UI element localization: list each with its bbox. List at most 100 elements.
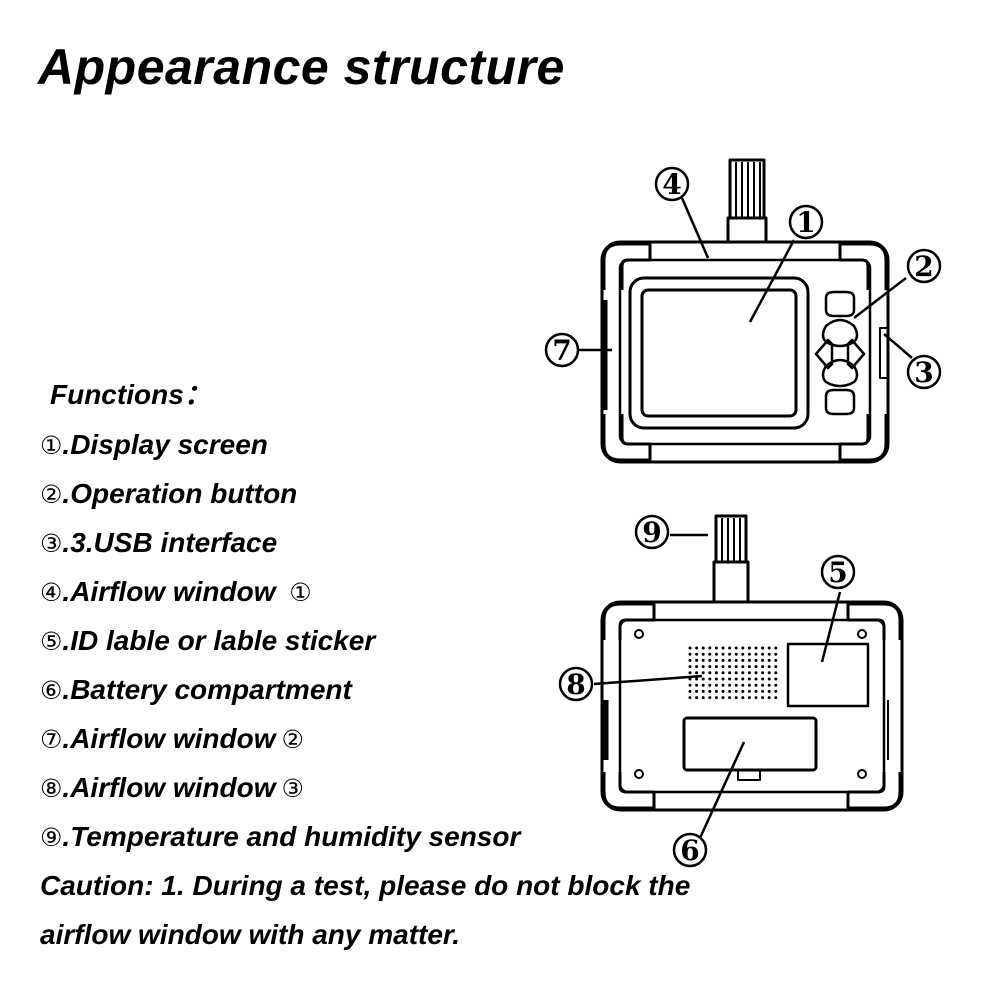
function-suffix: ②: [281, 725, 304, 754]
vent-hole: [728, 689, 732, 693]
vent-hole: [695, 696, 699, 700]
vent-hole: [688, 689, 692, 693]
vent-hole: [701, 646, 705, 650]
vent-hole: [708, 658, 712, 662]
vent-hole: [747, 671, 751, 675]
vent-hole: [754, 677, 758, 681]
vent-hole: [747, 677, 751, 681]
callout-markers: 4 1 2 3 7 9 5 8: [544, 166, 942, 868]
vent-hole: [734, 683, 738, 687]
vent-hole: [701, 683, 705, 687]
vent-hole: [695, 683, 699, 687]
vent-hole: [701, 689, 705, 693]
vent-hole: [728, 658, 732, 662]
function-label: .Airflow window: [62, 576, 284, 607]
vent-hole: [708, 683, 712, 687]
function-number: ②: [40, 480, 63, 509]
id-label-area: [786, 642, 870, 708]
vent-hole: [688, 658, 692, 662]
vent-hole: [688, 683, 692, 687]
callout-2: 2: [906, 248, 942, 284]
vent-hole: [767, 646, 771, 650]
vent-hole: [767, 696, 771, 700]
callout-label: 7: [552, 334, 571, 367]
vent-hole: [721, 658, 725, 662]
vent-hole: [761, 677, 765, 681]
vent-hole: [734, 671, 738, 675]
vent-hole: [721, 683, 725, 687]
page-title: Appearance structure: [38, 39, 565, 95]
vent-hole: [747, 652, 751, 656]
vent-hole: [728, 677, 732, 681]
vent-hole: [774, 652, 778, 656]
vent-hole: [761, 683, 765, 687]
callout-5: 5: [820, 554, 856, 590]
vent-hole: [761, 689, 765, 693]
function-label: .Display screen: [62, 429, 268, 460]
vent-hole: [701, 696, 705, 700]
function-item-operation-button: ②.Operation button: [40, 477, 297, 512]
function-number: ⑥: [40, 676, 63, 705]
vent-hole: [741, 696, 745, 700]
button-top: [824, 290, 856, 318]
vent-hole: [754, 665, 758, 669]
vent-hole: [708, 671, 712, 675]
vent-hole: [695, 677, 699, 681]
vent-hole: [714, 671, 718, 675]
vent-hole: [767, 677, 771, 681]
vent-hole: [774, 683, 778, 687]
callout-9: 9: [634, 514, 670, 550]
vent-hole: [747, 658, 751, 662]
vent-hole: [721, 677, 725, 681]
vent-hole: [747, 665, 751, 669]
vent-hole: [701, 671, 705, 675]
vent-hole: [754, 696, 758, 700]
vent-hole: [761, 646, 765, 650]
function-label: .3.USB interface: [62, 527, 278, 558]
vent-hole: [754, 671, 758, 675]
caution-line-2: airflow window with any matter.: [40, 919, 461, 950]
function-item-airflow-window-1: ④.Airflow window ①: [40, 575, 312, 610]
vent-hole: [695, 652, 699, 656]
vent-hole: [728, 696, 732, 700]
function-label: .Airflow window: [62, 723, 276, 754]
airflow-vent-grid: [688, 646, 778, 700]
vent-hole: [714, 677, 718, 681]
callout-label: 6: [680, 834, 699, 867]
vent-hole: [721, 696, 725, 700]
vent-hole: [721, 689, 725, 693]
vent-hole: [701, 652, 705, 656]
function-number: ⑧: [40, 774, 63, 803]
function-number: ④: [40, 578, 63, 607]
function-label: .Temperature and humidity sensor: [62, 821, 521, 852]
vent-hole: [761, 671, 765, 675]
vent-hole: [754, 646, 758, 650]
vent-hole: [741, 671, 745, 675]
vent-hole: [714, 665, 718, 669]
back-view: [600, 514, 904, 812]
function-number: ⑤: [40, 627, 63, 656]
vent-hole: [708, 646, 712, 650]
vent-hole: [701, 665, 705, 669]
vent-hole: [714, 646, 718, 650]
function-number: ③: [40, 529, 63, 558]
function-label: .ID lable or lable sticker: [62, 625, 376, 656]
vent-hole: [774, 696, 778, 700]
function-number: ⑦: [40, 725, 63, 754]
vent-hole: [721, 652, 725, 656]
vent-hole: [767, 671, 771, 675]
vent-hole: [734, 646, 738, 650]
vent-hole: [708, 677, 712, 681]
callout-6: 6: [672, 832, 708, 868]
vent-hole: [734, 658, 738, 662]
vent-hole: [695, 671, 699, 675]
vent-hole: [741, 652, 745, 656]
callout-3: 3: [906, 354, 942, 390]
vent-hole: [714, 658, 718, 662]
callout-label: 9: [642, 516, 661, 549]
caution-line-1: Caution: 1. During a test, please do not…: [40, 870, 691, 901]
vent-hole: [754, 689, 758, 693]
vent-hole: [761, 652, 765, 656]
vent-hole: [714, 683, 718, 687]
